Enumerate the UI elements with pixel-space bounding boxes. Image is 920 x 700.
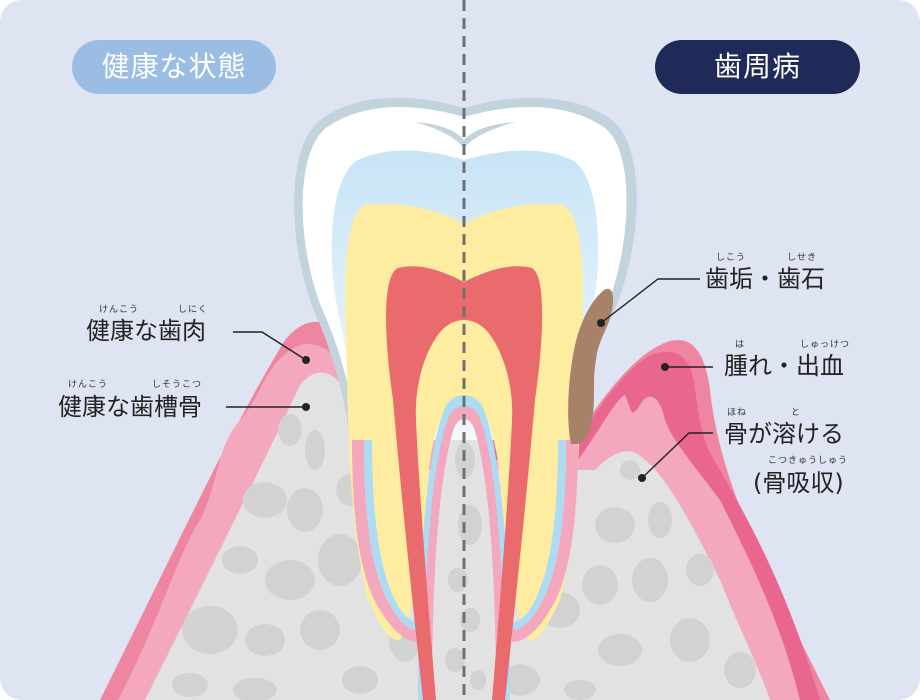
ruby-shiseki: しせき bbox=[787, 253, 818, 263]
ruby-shikou: しこう bbox=[716, 253, 747, 263]
label-bone-dissolves: 骨が溶ける bbox=[724, 420, 844, 448]
bone-pores-left bbox=[172, 414, 458, 700]
ruby-kenkou-1: けんこう bbox=[99, 305, 140, 315]
ruby-ha: は bbox=[735, 340, 746, 350]
label-swelling-bleeding: 腫れ・出血 bbox=[724, 352, 844, 380]
periodontal-disease-badge: 歯周病 bbox=[655, 40, 860, 94]
label-healthy-gum: 健康な歯肉 bbox=[86, 317, 206, 345]
ruby-kenkou-2: けんこう bbox=[68, 380, 109, 390]
ruby-shukketsu: しゅっけつ bbox=[800, 340, 851, 350]
ruby-shisoukotsu: しそうこつ bbox=[152, 380, 203, 390]
leader-dots bbox=[302, 319, 669, 482]
tartar-deposit bbox=[568, 288, 614, 444]
label-healthy-alveolar-bone: 健康な歯槽骨 bbox=[58, 393, 202, 421]
ruby-hone: ほね bbox=[727, 408, 748, 418]
label-bone-resorption: (骨吸収) bbox=[753, 469, 844, 497]
ruby-kotsukyuushuu: こつきゅうしゅう bbox=[768, 456, 849, 466]
tooth bbox=[294, 97, 637, 700]
leader-lines bbox=[226, 278, 713, 479]
ruby-shiniku: しにく bbox=[178, 305, 208, 315]
healthy-state-badge: 健康な状態 bbox=[72, 40, 276, 94]
label-plaque-tartar: 歯垢・歯石 bbox=[705, 265, 825, 293]
ruby-to: と bbox=[791, 408, 802, 418]
